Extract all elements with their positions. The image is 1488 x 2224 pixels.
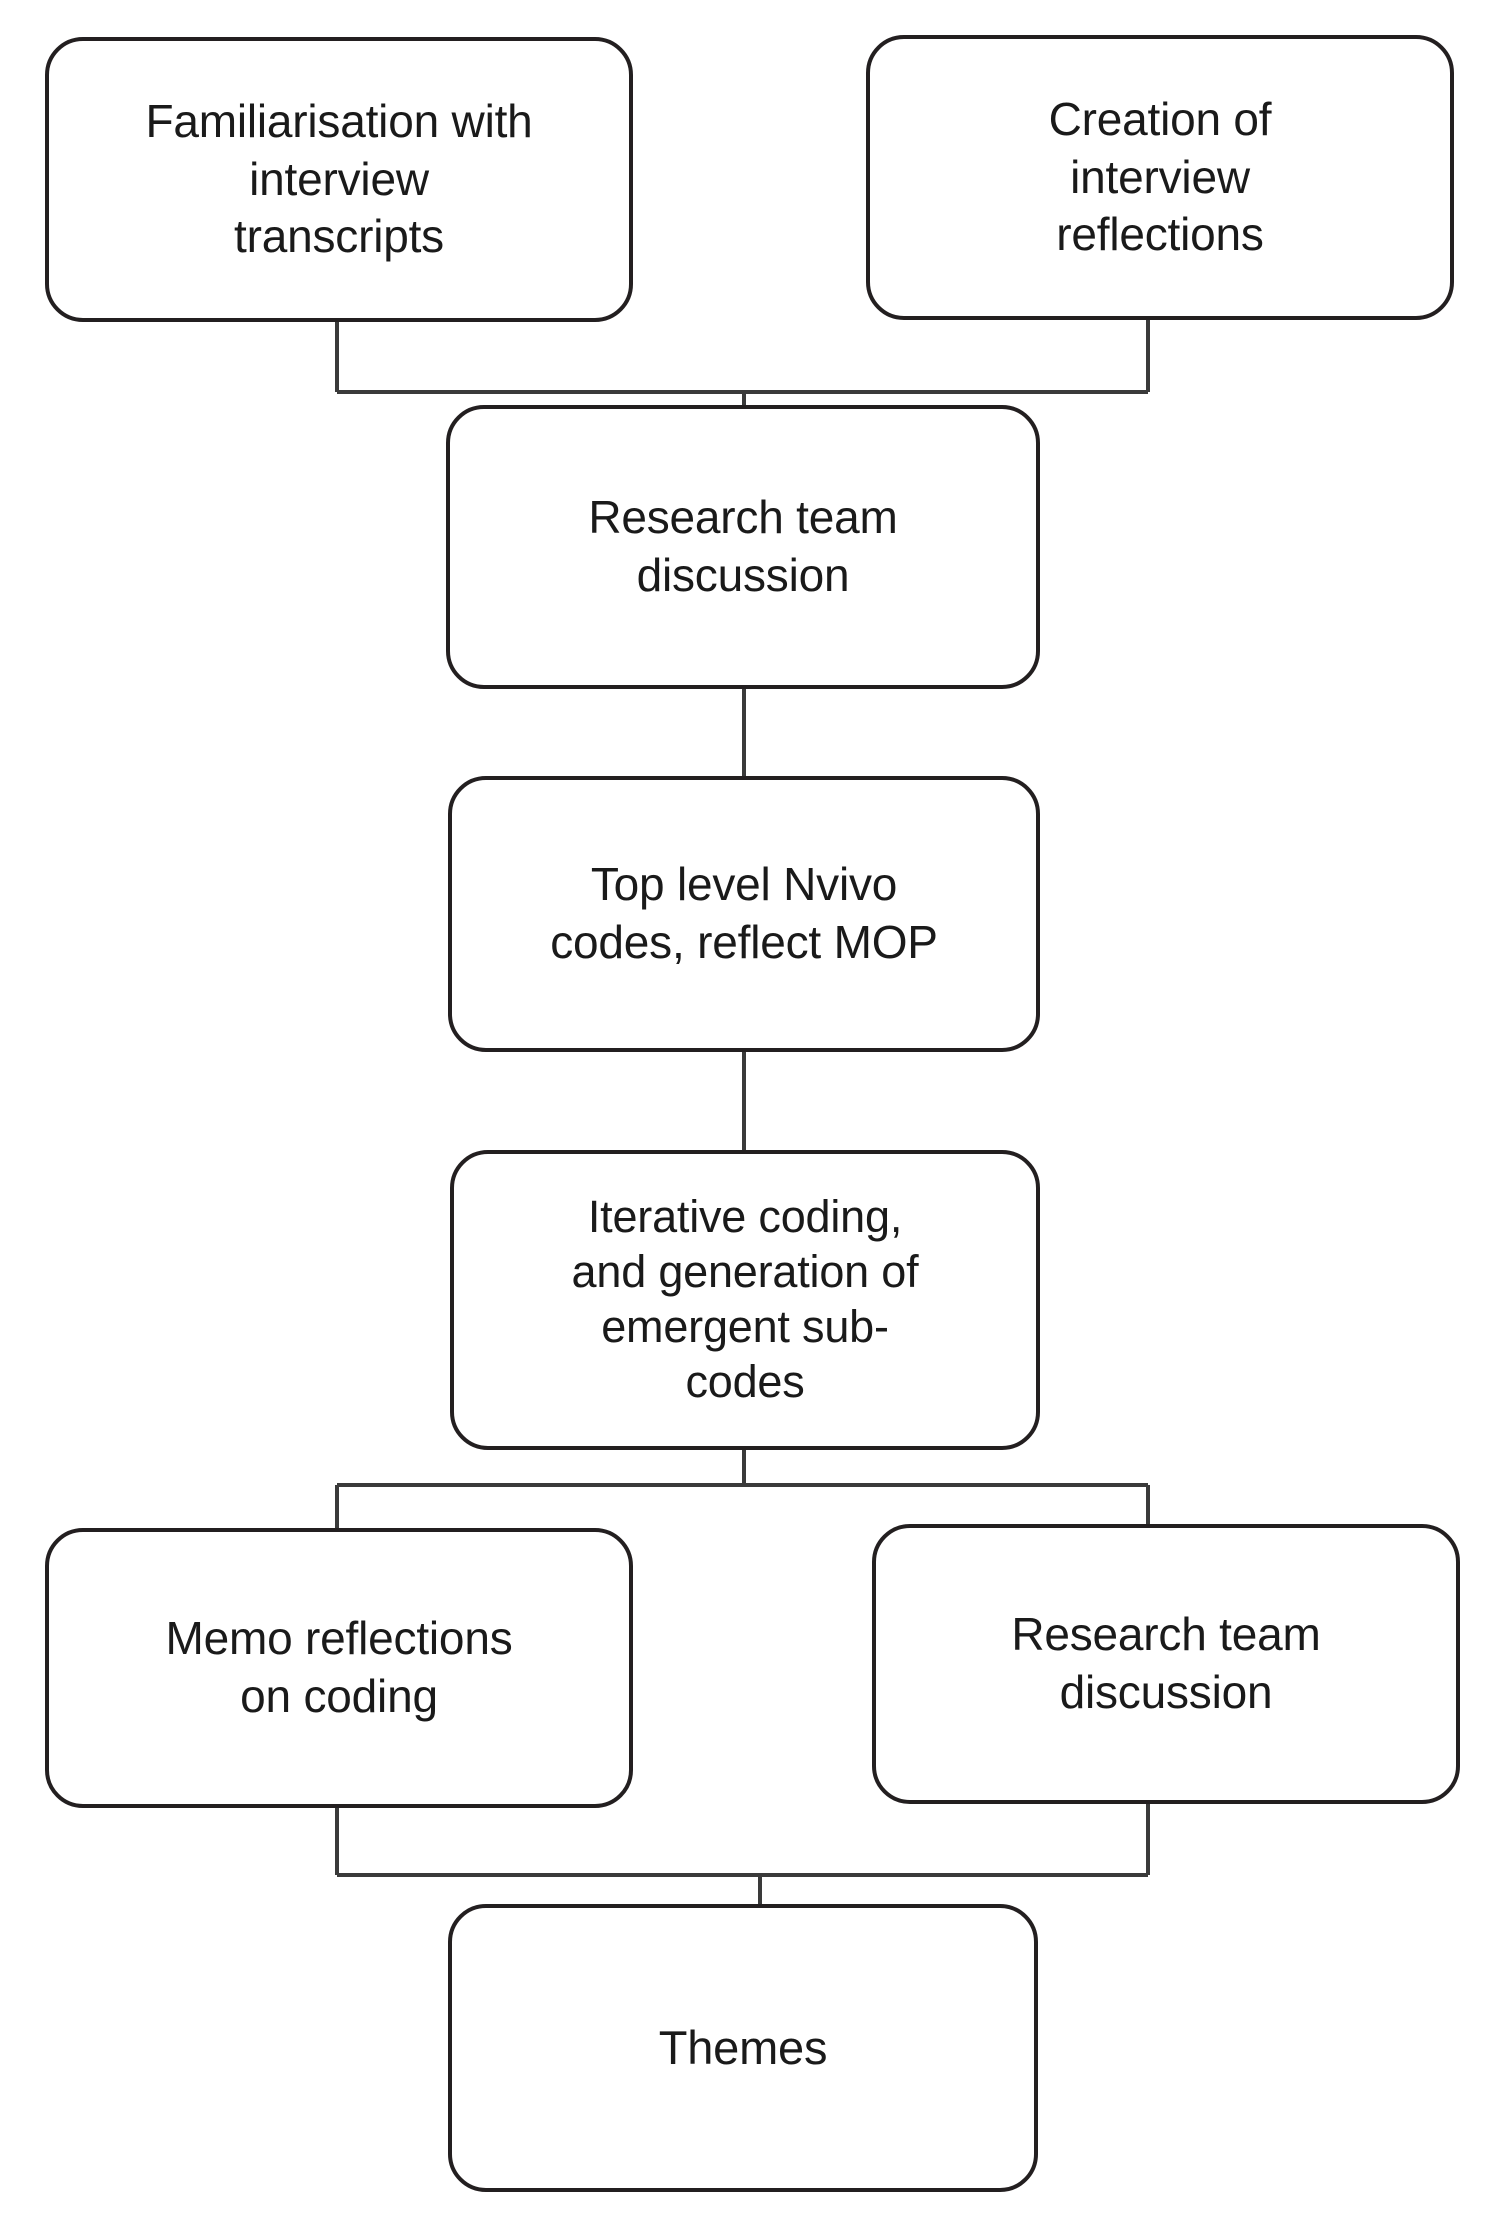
node-research-team-discussion-2[interactable]: Research team discussion: [872, 1524, 1460, 1804]
node-iterative-coding-label: Iterative coding, and generation of emer…: [571, 1191, 919, 1407]
node-research-team-discussion-1-label: Research team discussion: [588, 491, 898, 601]
node-memo-reflections-on-coding[interactable]: Memo reflections on coding: [45, 1528, 633, 1808]
node-iterative-coding[interactable]: Iterative coding, and generation of emer…: [450, 1150, 1040, 1450]
node-research-team-discussion-1[interactable]: Research team discussion: [446, 405, 1040, 689]
node-creation-of-interview-reflections[interactable]: Creation of interview reflections: [866, 35, 1454, 320]
node-familiarisation[interactable]: Familiarisation with interview transcrip…: [45, 37, 633, 322]
node-memo-reflections-on-coding-label: Memo reflections on coding: [165, 1612, 513, 1722]
node-themes-label: Themes: [658, 2021, 828, 2075]
node-creation-of-interview-reflections-label: Creation of interview reflections: [1048, 92, 1272, 261]
node-research-team-discussion-2-label: Research team discussion: [1011, 1608, 1321, 1718]
node-top-level-nvivo-codes-label: Top level Nvivo codes, reflect MOP: [550, 858, 938, 968]
node-top-level-nvivo-codes[interactable]: Top level Nvivo codes, reflect MOP: [448, 776, 1040, 1052]
node-familiarisation-label: Familiarisation with interview transcrip…: [145, 94, 533, 263]
node-themes[interactable]: Themes: [448, 1904, 1038, 2192]
